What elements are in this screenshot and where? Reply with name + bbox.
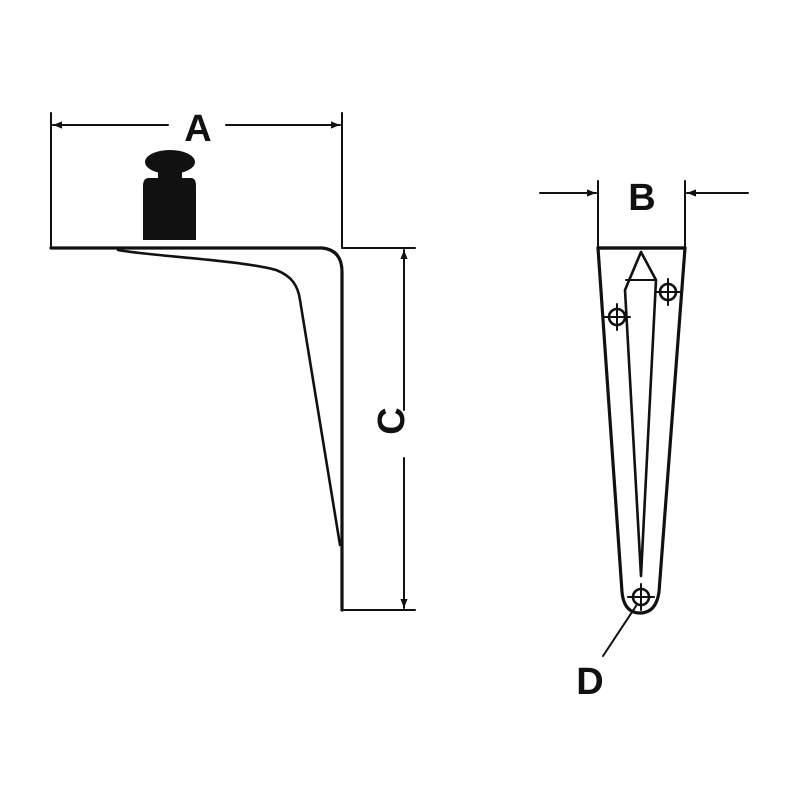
front-view: B D: [539, 177, 749, 703]
screw-hole-upper-right: [654, 278, 682, 306]
bracket-plate: [596, 246, 687, 615]
label-c: C: [371, 407, 413, 434]
screw-hole-upper-left: [603, 303, 631, 331]
leader-line-d: [602, 605, 637, 657]
side-view: A C: [49, 108, 416, 612]
label-b: B: [628, 177, 655, 219]
label-a: A: [184, 108, 211, 150]
screw-hole-bottom: [627, 583, 655, 611]
dimension-c: C: [371, 249, 413, 609]
dimension-a: A: [50, 108, 343, 249]
bracket-profile: [49, 246, 416, 612]
label-d: D: [576, 661, 603, 703]
bracket-web-edge: [116, 248, 342, 547]
bracket-outer-edge: [49, 246, 344, 612]
weight-icon: [143, 150, 196, 240]
center-rib: [623, 250, 658, 578]
dimension-b: B: [539, 177, 749, 249]
